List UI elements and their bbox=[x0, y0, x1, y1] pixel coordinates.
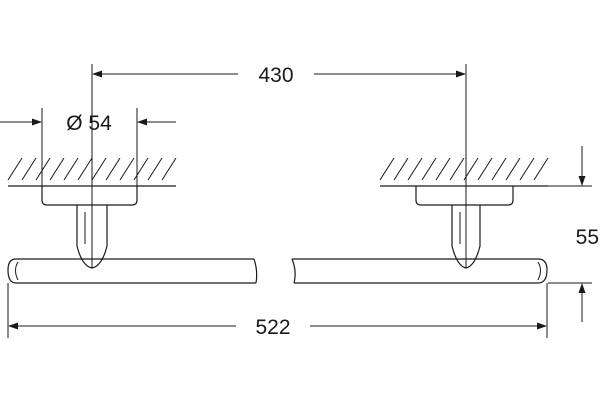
center-lines bbox=[91, 64, 467, 268]
wall-right-hatching bbox=[379, 157, 549, 181]
wall-right bbox=[379, 157, 549, 187]
dimension-mount-spacing: 430 bbox=[92, 64, 466, 87]
left-mount bbox=[41, 186, 138, 269]
dimension-rosette-diameter: Ø 54 bbox=[0, 108, 176, 186]
dimension-projection: 55 bbox=[548, 146, 599, 322]
dimension-label-55: 55 bbox=[576, 226, 599, 249]
dimension-label-diameter: Ø 54 bbox=[66, 112, 112, 135]
dimension-overall-length: 522 bbox=[7, 283, 548, 339]
wall-left-hatching bbox=[7, 157, 177, 181]
dimension-label-430: 430 bbox=[258, 64, 293, 87]
dimension-label-522: 522 bbox=[255, 316, 290, 339]
right-mount bbox=[415, 186, 514, 269]
towel-bar bbox=[7, 258, 548, 284]
